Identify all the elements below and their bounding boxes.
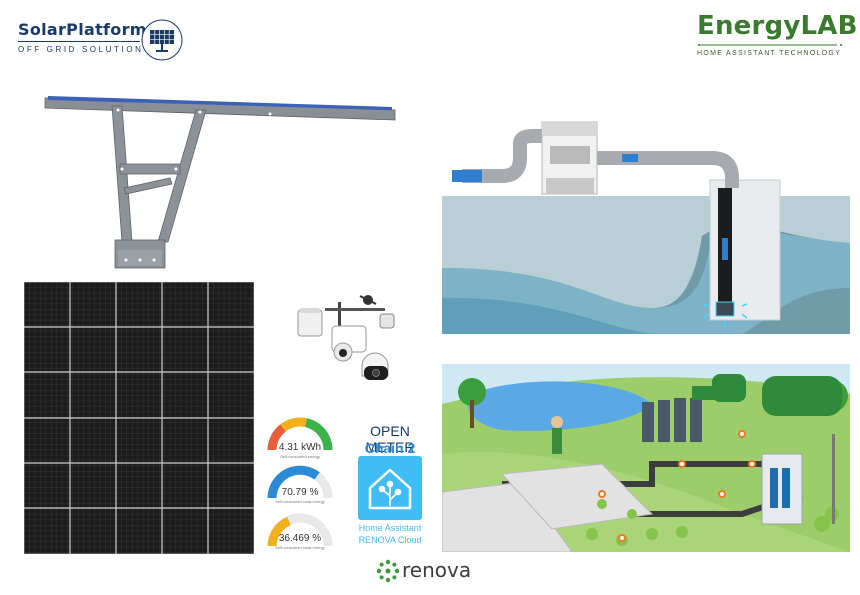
gauge-solar-caption: Self-consumed solar energy [275,499,325,504]
renova-logo-text: renova [402,558,472,582]
gauge-energy-caption: Self-consumed energy [279,454,321,459]
pump-well-illustration [442,118,850,334]
brand-title: SolarPlatform [18,20,147,39]
irrigation-illustration [442,364,850,552]
gauge-self-value: 36.469 % [278,533,322,544]
gauge-solar-value: 70.79 % [281,487,319,498]
gauge-self-consumed [267,513,333,547]
home-assistant-house-icon [368,468,412,510]
gauge-self-caption: Self-consumed solar energy [275,545,325,550]
brand-divider [18,41,140,42]
weather-station-camera [297,295,395,380]
energylab-subtitle: HOME ASSISTANT TECHNOLOGY [697,50,842,57]
energylab-title: EnergyLAB [697,11,858,41]
open-meter-title: OPEN METER [365,423,415,455]
solar-panel-logo-icon [141,19,183,61]
gauge-energy-red-arc [267,424,286,451]
pv-panel-array [24,282,254,554]
open-meter-chain: Chain 2 [364,440,416,456]
gauge-energy-value: 4.31 kWh [278,442,322,453]
gauge-energy-yellow-arc [280,417,307,432]
gauge-solar-percent [267,465,333,499]
ha-caption-line1: Home Assistant [358,523,422,533]
solar-mount-structure [44,96,396,269]
energylab-underline [698,44,842,46]
gauge-energy-green-arc [304,418,333,451]
renova-logo-icon [376,559,400,583]
gauge-energy [267,417,333,451]
home-assistant-logo [358,456,422,520]
brand-subtitle: OFF GRID SOLUTION [18,45,144,54]
ha-caption-line2: RENOVA Cloud [358,535,422,545]
